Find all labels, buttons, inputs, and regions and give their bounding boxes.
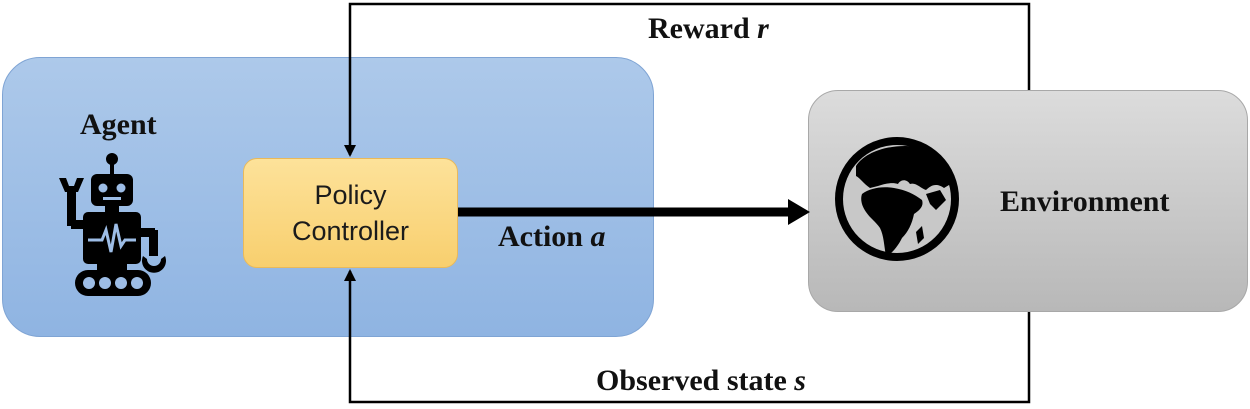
agent-title: Agent [80, 108, 157, 141]
reward-text: Reward [648, 12, 758, 45]
action-text: Action [498, 220, 591, 253]
action-arrow-head [788, 199, 810, 225]
reward-symbol: r [757, 12, 769, 45]
policy-label-line2: Controller [291, 216, 410, 246]
policy-controller-box: Policy Controller [243, 158, 458, 268]
action-label: Action a [498, 220, 606, 254]
observed-text: Observed state [596, 364, 795, 397]
observed-symbol: s [794, 364, 806, 397]
globe-icon [835, 137, 959, 261]
robot-icon [59, 153, 166, 296]
observed-state-line [344, 269, 1031, 404]
environment-title: Environment [1000, 185, 1170, 218]
policy-label-line1: Policy [314, 180, 387, 210]
action-symbol: a [590, 220, 606, 253]
reward-label: Reward r [648, 12, 769, 46]
observed-state-label: Observed state s [596, 364, 806, 398]
reward-line [344, 2, 1031, 157]
